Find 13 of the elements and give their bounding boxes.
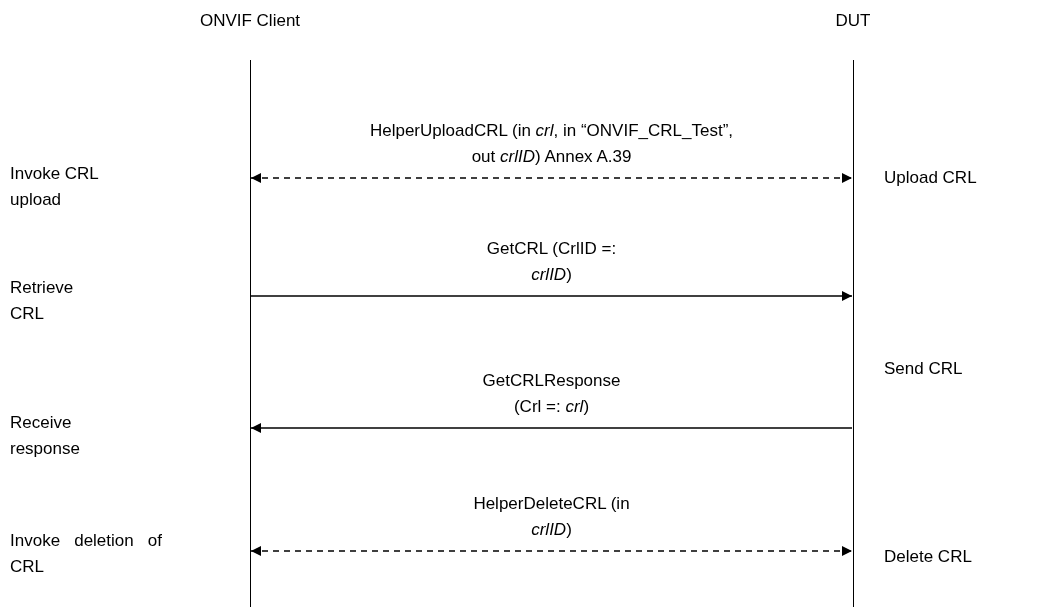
participant-name: ONVIF Client xyxy=(199,10,301,32)
message-arrow xyxy=(250,423,853,433)
step-note: Invoke CRL upload xyxy=(10,163,100,211)
step-note: Receive response xyxy=(10,412,81,460)
step-note: Delete CRL xyxy=(884,546,973,568)
participant-name: DUT xyxy=(835,10,871,32)
step-note: Retrieve CRL xyxy=(10,277,75,325)
step-note: Upload CRL xyxy=(884,167,978,189)
step-note: Send CRL xyxy=(884,358,964,380)
step-note: Invoke deletion of CRL xyxy=(10,530,162,578)
message-arrow xyxy=(250,546,853,556)
message-arrow xyxy=(250,173,853,183)
message-arrow xyxy=(250,291,853,301)
